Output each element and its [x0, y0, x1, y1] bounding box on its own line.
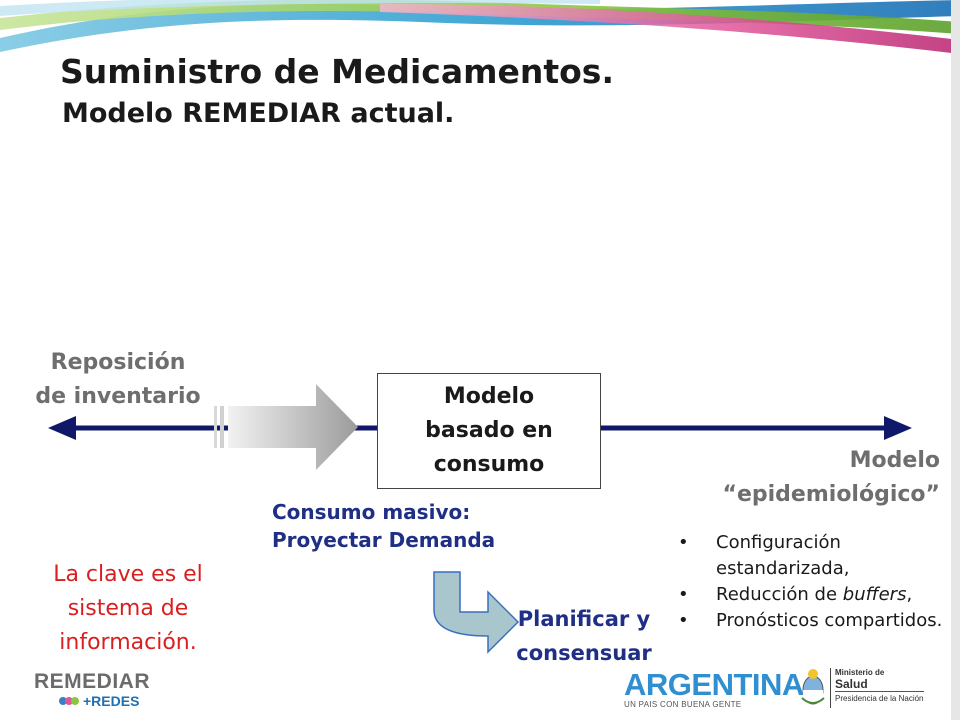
- ministerio-line2: Salud: [835, 677, 868, 691]
- swoosh-light: [0, 0, 600, 16]
- consumption-line2: Proyectar Demanda: [272, 528, 496, 552]
- left-axis-label: Reposición de inventario: [20, 346, 216, 414]
- right-axis-label-line1: Modelo: [849, 448, 940, 473]
- redes-logo-text: +REDES: [83, 693, 140, 709]
- plan-line2: consensuar: [516, 641, 652, 665]
- right-axis-label-line2: “epidemiológico”: [722, 482, 940, 507]
- logo-divider: [830, 668, 831, 708]
- bullet-icon: •: [678, 584, 689, 605]
- current-model-line1: Modelo: [443, 384, 535, 409]
- current-model-line3: consumo: [433, 452, 545, 477]
- list-item-text: Configuración estandarizada,: [716, 532, 850, 579]
- ministerio-line3: Presidencia de la Nación: [835, 691, 924, 706]
- argentina-tagline: UN PAIS CON BUENA GENTE: [624, 700, 742, 709]
- list-item-text: Pronósticos compartidos.: [716, 610, 943, 631]
- shift-arrow: [214, 384, 358, 470]
- right-axis-label: Modelo “epidemiológico”: [668, 444, 940, 512]
- remediar-redes-logo: REMEDIAR +REDES: [34, 670, 151, 710]
- epidemiological-features-list: • Configuración estandarizada, • Reducci…: [678, 530, 960, 634]
- list-item-text-pre: Reducción de: [716, 584, 843, 605]
- elbow-arrow-shape: [433, 571, 520, 654]
- national-coat-of-arms-icon: [801, 669, 825, 705]
- shift-arrow-stripe-1: [214, 406, 217, 448]
- argentina-logo-text: ARGENTINA: [624, 667, 804, 702]
- ministerio-text: Ministerio de Salud Presidencia de la Na…: [835, 668, 924, 706]
- consumption-line1: Consumo masivo:: [272, 500, 471, 524]
- elbow-arrow: [433, 571, 520, 654]
- axis-arrowhead-left: [48, 416, 76, 440]
- header-swoosh: [0, 0, 960, 54]
- slide-subtitle: Modelo REMEDIAR actual.: [62, 98, 455, 129]
- key-message-line2: sistema de: [67, 596, 189, 621]
- left-axis-label-line2: de inventario: [35, 384, 201, 409]
- ministerio-line1: Ministerio de: [835, 668, 885, 677]
- shift-arrow-body: [228, 384, 358, 470]
- axis-arrowhead-right: [884, 416, 912, 440]
- plan-text: Planificar y consensuar: [500, 602, 668, 670]
- list-item: • Configuración estandarizada,: [678, 530, 960, 582]
- slide-title: Suministro de Medicamentos.: [60, 52, 614, 91]
- list-item-text-emphasis: buffers: [842, 584, 907, 605]
- swoosh-pink: [380, 4, 960, 54]
- ministerio-salud-logo: Ministerio de Salud Presidencia de la Na…: [800, 668, 924, 708]
- list-item-text-post: ,: [906, 584, 913, 605]
- redes-people-icon: [59, 697, 79, 705]
- plan-line1: Planificar y: [517, 607, 651, 631]
- key-message-line1: La clave es el: [53, 562, 203, 587]
- bullet-icon: •: [678, 532, 689, 553]
- current-model-box: Modelo basado en consumo: [377, 373, 601, 489]
- consumption-text: Consumo masivo: Proyectar Demanda: [272, 498, 495, 554]
- current-model-line2: basado en: [425, 418, 553, 443]
- bullet-icon: •: [678, 610, 689, 631]
- remediar-logo-text: REMEDIAR: [34, 670, 151, 693]
- key-message-line3: información.: [59, 630, 197, 655]
- list-item: • Pronósticos compartidos.: [678, 608, 960, 634]
- left-axis-label-line1: Reposición: [50, 350, 186, 375]
- list-item: • Reducción de buffers,: [678, 582, 960, 608]
- right-edge-stripe: [951, 0, 960, 720]
- shift-arrow-stripe-2: [220, 406, 224, 448]
- key-message: La clave es el sistema de información.: [28, 558, 228, 660]
- redes-row: +REDES: [58, 693, 150, 709]
- swoosh-green: [0, 0, 960, 34]
- argentina-logo: ARGENTINA UN PAIS CON BUENA GENTE: [624, 667, 804, 709]
